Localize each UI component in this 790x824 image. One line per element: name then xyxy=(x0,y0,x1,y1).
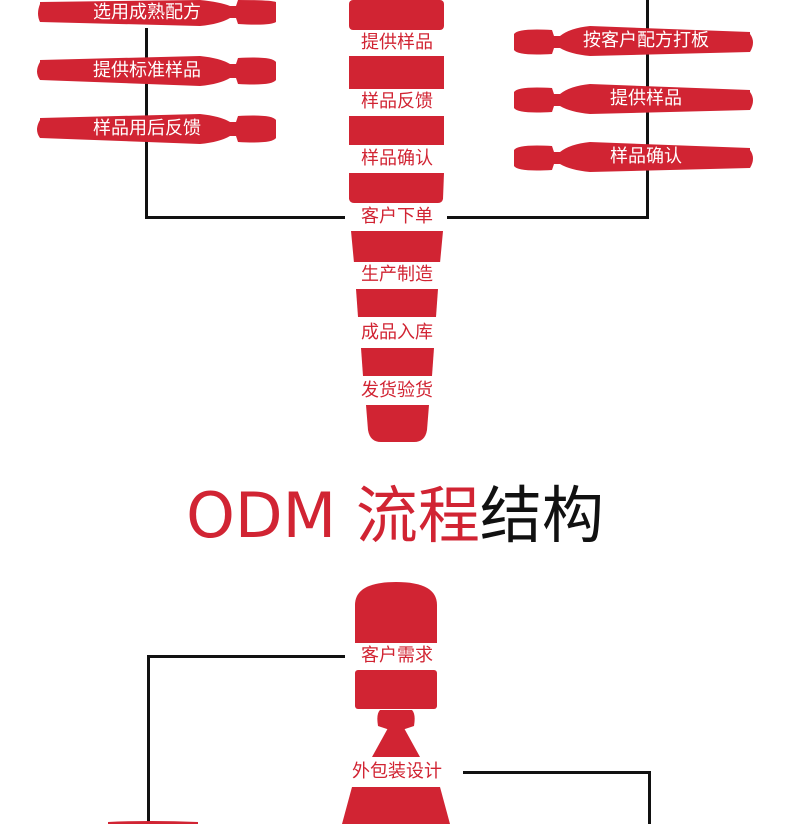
section-title: ODM 流程结构 xyxy=(0,478,790,554)
right-bottle-3 xyxy=(514,142,753,172)
center-segment-7 xyxy=(361,348,434,376)
title-prefix: ODM xyxy=(186,479,356,552)
left-branch-label: 选用成熟配方 xyxy=(93,2,201,23)
title-suffix: 结构 xyxy=(479,479,604,552)
center-segment-4 xyxy=(349,173,444,203)
right-bottle-2 xyxy=(514,84,753,114)
right-branch-label: 按客户配方打板 xyxy=(583,30,709,51)
left-bottle-3 xyxy=(37,114,276,144)
odm-step-label: 客户需求 xyxy=(345,643,449,669)
odm-right-vertical-line xyxy=(648,771,651,824)
odm-left-horizontal-line xyxy=(147,655,347,658)
center-step-label: 发货验货 xyxy=(347,378,447,404)
center-segment-8 xyxy=(366,405,429,442)
right-branch-label: 样品确认 xyxy=(610,146,682,167)
center-bottle xyxy=(349,0,444,442)
odm-left-vertical-line xyxy=(147,655,150,824)
left-bottle-2 xyxy=(37,56,276,86)
center-step-label: 成品入库 xyxy=(347,320,447,346)
center-segment-6 xyxy=(356,289,438,317)
left-bottle-1 xyxy=(38,0,276,26)
center-step-label: 样品反馈 xyxy=(347,89,447,115)
center-step-label: 样品确认 xyxy=(347,146,447,172)
odm-right-horizontal-line xyxy=(463,771,651,774)
center-segment-3 xyxy=(349,116,444,145)
odm-step-label: 外包装设计 xyxy=(331,759,463,785)
center-step-label: 提供样品 xyxy=(347,30,447,56)
center-segment-2 xyxy=(349,56,444,89)
center-segment-5 xyxy=(351,231,443,263)
right-branch-horizontal-line xyxy=(446,216,649,219)
title-highlight: 流程 xyxy=(355,479,480,552)
center-step-label: 客户下单 xyxy=(347,204,447,230)
left-branch-label: 样品用后反馈 xyxy=(93,118,201,139)
center-segment-1 xyxy=(349,0,444,30)
right-branch-label: 提供样品 xyxy=(610,88,682,109)
right-bottle-1 xyxy=(514,26,753,56)
left-branch-horizontal-line xyxy=(145,216,345,219)
center-step-label: 生产制造 xyxy=(347,262,447,288)
left-branch-label: 提供标准样品 xyxy=(93,60,201,81)
